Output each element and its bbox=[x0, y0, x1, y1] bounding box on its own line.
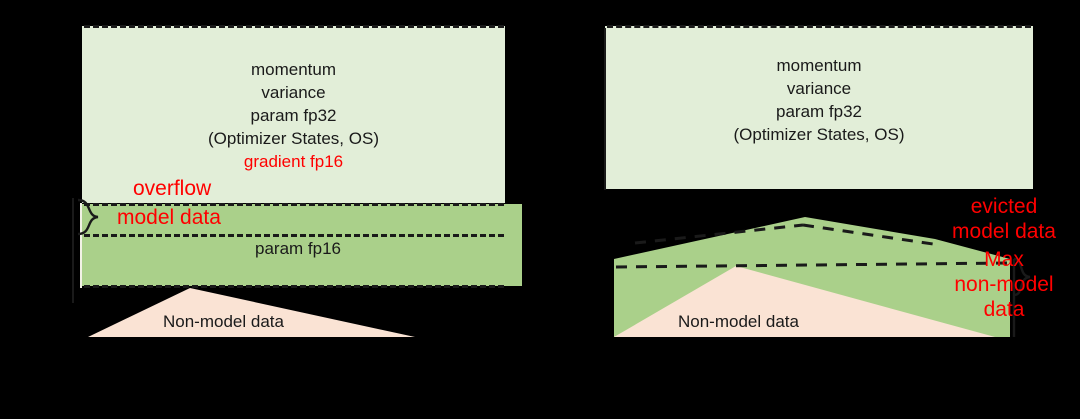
right-wedge-dashed-left bbox=[634, 223, 804, 245]
left-model-data-block bbox=[82, 204, 522, 286]
evicted-line-1: evicted bbox=[970, 195, 1038, 218]
evicted-line-2: model data bbox=[952, 220, 1056, 243]
left-non-model-data-label: Non-model data bbox=[163, 312, 284, 331]
left-panel: momentum variance param fp32 (Optimizer … bbox=[72, 25, 522, 337]
left-block-outer-bracket-line bbox=[72, 198, 74, 303]
left-model-data-label: model data bbox=[117, 206, 221, 229]
right-max-non-model-data-label: Max non-model data bbox=[928, 247, 1080, 322]
right-evicted-model-data-label: evicted model data bbox=[928, 194, 1080, 244]
max-non-model-line-3: data bbox=[983, 298, 1025, 321]
right-non-model-data-label: Non-model data bbox=[678, 312, 799, 331]
left-model-data-bottom-dashed bbox=[84, 285, 504, 288]
left-model-data-top-dashed bbox=[84, 203, 504, 206]
right-optimizer-text-stack: momentum variance param fp32 (Optimizer … bbox=[605, 54, 1033, 146]
left-line-optimizer-states: (Optimizer States, OS) bbox=[208, 129, 379, 148]
max-non-model-line-2: non-model bbox=[954, 273, 1054, 296]
left-optimizer-text-stack: momentum variance param fp32 (Optimizer … bbox=[82, 58, 505, 173]
right-box-top-dashed-border bbox=[607, 25, 1031, 28]
right-line-optimizer-states: (Optimizer States, OS) bbox=[733, 125, 905, 144]
right-line-variance: variance bbox=[786, 79, 852, 98]
left-optimizer-states-box bbox=[82, 26, 505, 203]
right-box-left-edge bbox=[604, 28, 606, 190]
left-line-momentum: momentum bbox=[250, 60, 337, 79]
right-line-momentum: momentum bbox=[776, 56, 862, 75]
right-line-param-fp32: param fp32 bbox=[776, 102, 862, 121]
left-box-top-dashed-border bbox=[84, 25, 504, 28]
left-line-param-fp32: param fp32 bbox=[250, 106, 337, 125]
right-optimizer-states-box bbox=[605, 26, 1033, 189]
right-wedge-dashed-right bbox=[802, 223, 941, 247]
left-param-fp16-label: param fp16 bbox=[255, 239, 341, 258]
left-overflow-label: overflow bbox=[133, 177, 212, 200]
left-line-gradient-fp16: gradient fp16 bbox=[243, 152, 344, 171]
left-block-left-edge bbox=[80, 203, 82, 288]
max-non-model-line-1: Max bbox=[984, 248, 1024, 271]
left-param-fp16-dashed bbox=[84, 234, 504, 237]
right-panel: momentum variance param fp32 (Optimizer … bbox=[540, 0, 1080, 419]
left-line-variance: variance bbox=[261, 83, 326, 102]
